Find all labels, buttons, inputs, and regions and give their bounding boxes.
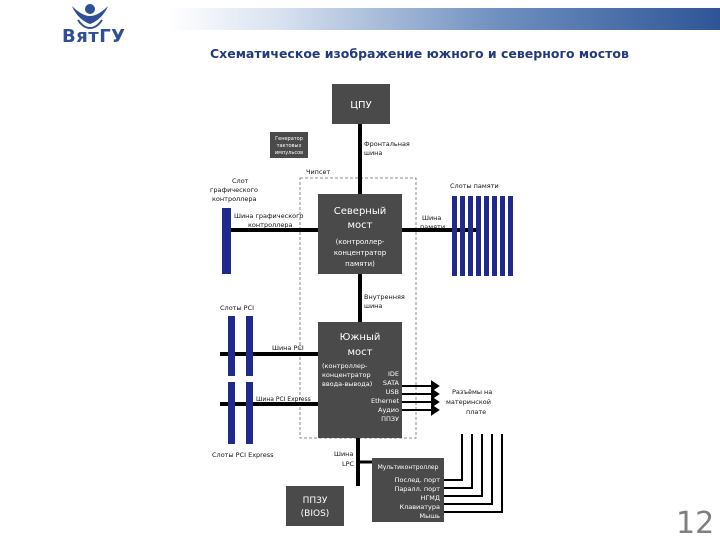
port-rom: ППЗУ [381, 415, 399, 423]
port-usb: USB [386, 388, 399, 396]
south-bridge-sub-3: ввода-вывода) [322, 380, 372, 388]
north-bridge-sub-2: концентратор [334, 249, 387, 257]
superio-connectors [444, 434, 503, 513]
chipset-label: Чипсет [306, 168, 331, 176]
slide-title: Схематическое изображение южного и север… [210, 46, 629, 61]
south-bridge-box [318, 322, 402, 438]
south-bridge-title-2: мост [348, 347, 373, 358]
board-connectors-label-1: Разъёмы на [452, 388, 492, 396]
north-bridge-sub-3: памяти) [345, 260, 375, 268]
lpc-bus-label-1: Шина [334, 450, 353, 458]
internal-bus-label-1: Внутренняя [364, 293, 405, 301]
clock-generator-box [270, 132, 308, 158]
cpu-box [332, 84, 390, 124]
memory-slots-label: Слоты памяти [450, 182, 499, 190]
pcie-slots [228, 382, 253, 444]
gpu-slot [222, 208, 231, 274]
superio-item-3: НГМД [420, 494, 440, 502]
gpu-slot-label-2: графического [210, 186, 258, 194]
north-bridge-sub-1: (контроллер- [336, 238, 385, 246]
gpu-slot-label-3: контроллера [212, 195, 256, 203]
front-bus-label-2: шина [364, 149, 382, 157]
gpu-slot-label-1: Слот [232, 177, 249, 185]
north-bridge-title-2: мост [348, 220, 373, 231]
superio-item-1: Послед. порт [395, 476, 441, 484]
south-bridge-sub-1: (контроллер- [322, 362, 368, 370]
clock-generator-line-1: Генератор [275, 136, 303, 142]
superio-item-4: Клавиатура [399, 503, 440, 511]
memory-slots [452, 196, 513, 276]
south-bridge-sub-2: концентратор [322, 371, 371, 379]
university-logo: ВятГУ [14, 0, 166, 50]
board-connectors-label-2: материнской [446, 398, 491, 406]
port-connectors [402, 380, 440, 416]
bios-label-2: (BIOS) [301, 509, 330, 519]
logo-text: ВятГУ [62, 26, 126, 47]
port-sata: SATA [383, 379, 400, 387]
front-bus-label-1: Фронтальная [364, 140, 410, 148]
port-ethernet: Ethernet [371, 397, 399, 405]
lpc-bus-label-2: LPC [342, 460, 355, 468]
pci-bus-label: Шина PCI [272, 344, 304, 352]
gpu-bus-label-1: Шина графического [234, 212, 304, 220]
superio-box [372, 458, 444, 522]
memory-bus-label-2: памяти [420, 223, 445, 231]
header-gradient-bar [168, 8, 720, 30]
clock-generator-line-2: тактовых [277, 143, 302, 149]
bios-label-1: ППЗУ [303, 496, 328, 506]
superio-item-2: Паралл. порт [394, 485, 440, 493]
pci-slots-label: Слоты PCI [220, 304, 254, 312]
north-bridge-box [318, 194, 402, 274]
superio-item-5: Мышь [419, 512, 440, 520]
port-audio: Аудио [378, 406, 399, 414]
pci-slots [228, 316, 253, 376]
gpu-bus-label-2: контроллера [248, 221, 292, 229]
board-connectors-label-3: плате [466, 408, 486, 416]
north-bridge-title-1: Северный [334, 206, 386, 217]
internal-bus-label-2: шина [364, 302, 382, 310]
clock-generator-line-3: импульсов [275, 150, 303, 156]
slide-number: 12 [676, 506, 715, 541]
port-ide: IDE [388, 370, 399, 378]
superio-title: Мультиконтроллер [378, 464, 439, 471]
cpu-label: ЦПУ [350, 100, 371, 111]
pcie-bus-label: Шина PCI Express [256, 396, 311, 403]
south-bridge-title-1: Южный [340, 332, 381, 343]
memory-bus-label-1: Шина [422, 214, 441, 222]
logo-emblem-icon [72, 4, 108, 30]
bios-box [286, 486, 344, 526]
pcie-slots-label: Слоты PCI Express [212, 451, 274, 459]
